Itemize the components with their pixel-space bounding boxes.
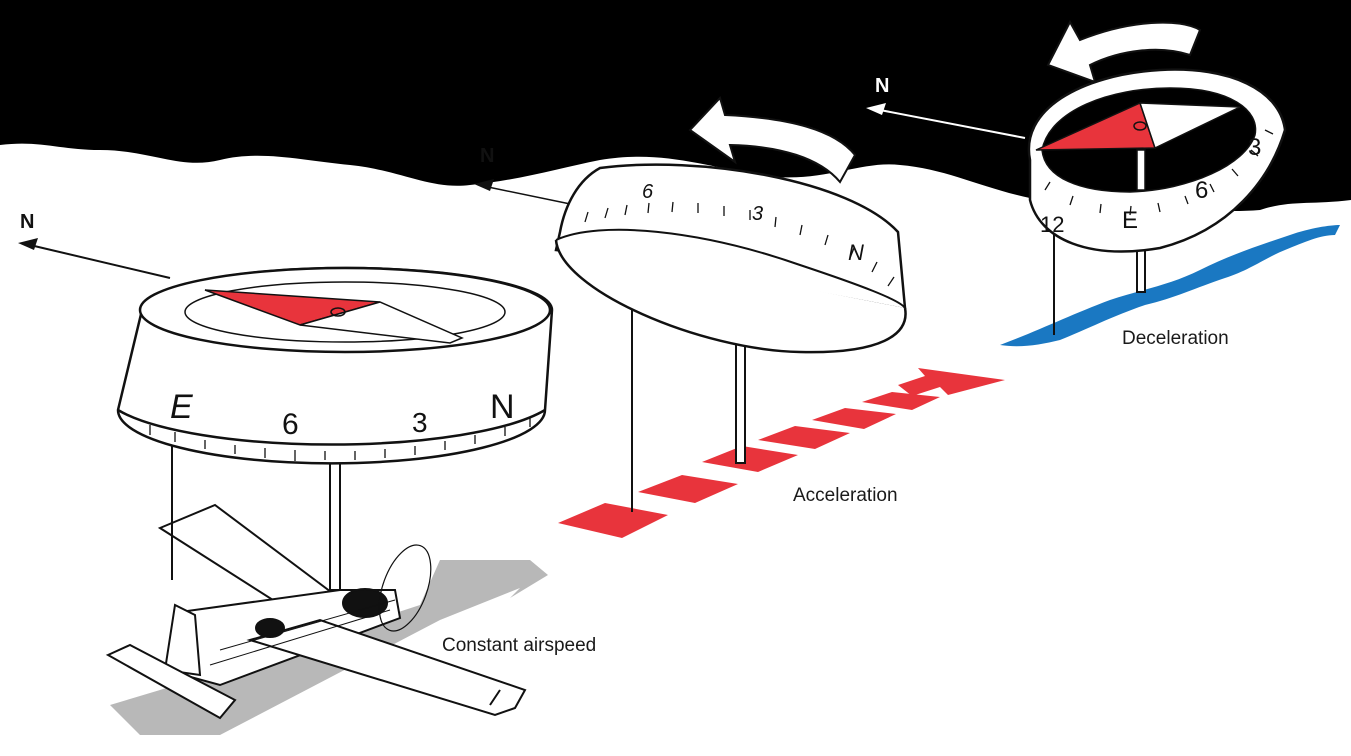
compass-acceleration: 6 3 N bbox=[554, 96, 907, 512]
north-arrow-left: N bbox=[18, 211, 171, 279]
compass-mark: E bbox=[170, 388, 193, 426]
compass-mark: 12 bbox=[1040, 212, 1064, 237]
airplane bbox=[105, 503, 527, 720]
compass-mark: N bbox=[490, 388, 515, 426]
label-deceleration: Deceleration bbox=[1122, 328, 1229, 349]
label-acceleration: Acceleration bbox=[793, 485, 898, 506]
north-arrow-middle: N bbox=[474, 145, 581, 207]
north-arrow-right: N bbox=[866, 75, 1026, 139]
water-strip bbox=[1000, 225, 1340, 347]
compass-constant: E 6 3 N bbox=[116, 266, 554, 591]
north-label: N bbox=[875, 75, 889, 97]
compass-mark: 3 bbox=[412, 407, 428, 438]
north-label: N bbox=[480, 145, 494, 167]
compass-mark: 6 bbox=[642, 181, 654, 203]
compass-mark: N bbox=[848, 240, 864, 265]
compass-mark: E bbox=[1122, 207, 1138, 234]
compass-mark: 3 bbox=[752, 203, 763, 225]
sky-band bbox=[0, 0, 1351, 212]
compass-deceleration: 12 E 6 3 bbox=[1027, 19, 1287, 335]
compass-mark: 6 bbox=[1195, 177, 1208, 204]
label-constant-airspeed: Constant airspeed bbox=[442, 635, 596, 656]
compass-mark: 6 bbox=[282, 408, 299, 441]
acceleration-track bbox=[558, 368, 1005, 538]
compass-mark: 3 bbox=[1248, 134, 1261, 161]
north-label: N bbox=[20, 211, 34, 233]
